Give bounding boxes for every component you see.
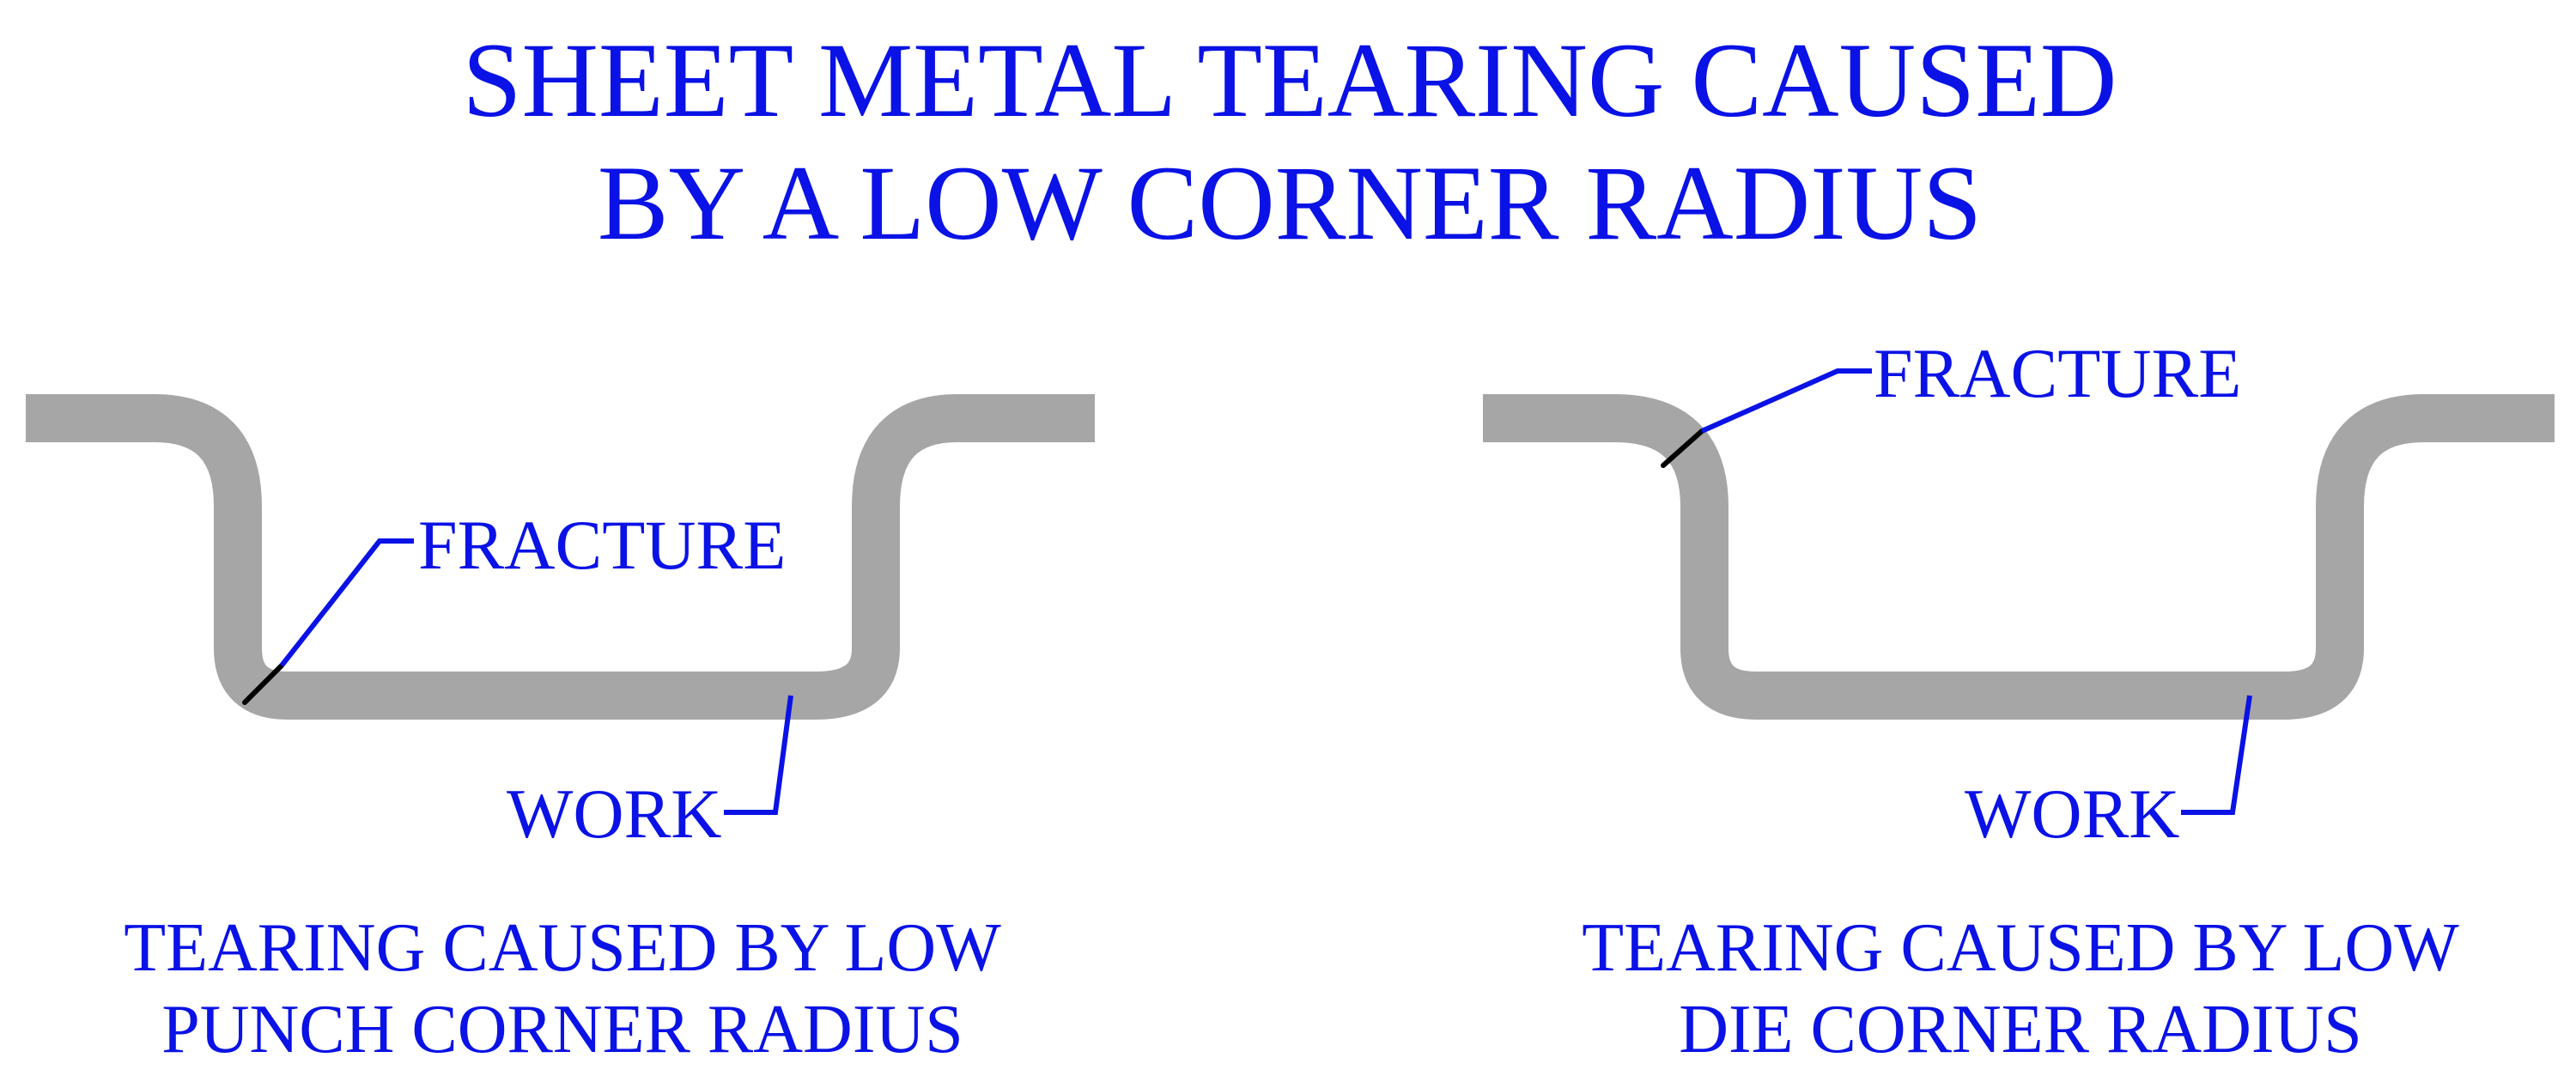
- punch-radius-panel: FRACTURE WORK TEARING CAUSED BY LOW PUNC…: [26, 394, 1095, 1067]
- caption-die-line-2: DIE CORNER RADIUS: [1679, 992, 2362, 1067]
- caption-die-line-1: TEARING CAUSED BY LOW: [1582, 910, 2459, 986]
- fracture-crack-die: [1661, 429, 1704, 468]
- work-label-punch: WORK: [507, 775, 722, 853]
- title-line-1: SHEET METAL TEARING CAUSED: [463, 21, 2117, 139]
- caption-punch-line-2: PUNCH CORNER RADIUS: [161, 992, 963, 1067]
- fracture-label-die: FRACTURE: [1874, 334, 2241, 412]
- work-sheet-punch: [26, 394, 1095, 720]
- work-leader-punch: [724, 695, 793, 815]
- fracture-crack-punch: [242, 663, 284, 705]
- title-line-2: BY A LOW CORNER RADIUS: [598, 144, 1982, 262]
- work-label-die: WORK: [1965, 775, 2180, 853]
- fracture-leader-die: [1700, 368, 1872, 434]
- fracture-leader-punch: [279, 538, 414, 667]
- caption-punch-line-1: TEARING CAUSED BY LOW: [124, 910, 1001, 986]
- die-radius-panel: FRACTURE WORK TEARING CAUSED BY LOW DIE …: [1483, 334, 2555, 1067]
- work-sheet-die: [1483, 394, 2555, 720]
- fracture-label-punch: FRACTURE: [418, 506, 786, 584]
- work-leader-die: [2181, 695, 2252, 815]
